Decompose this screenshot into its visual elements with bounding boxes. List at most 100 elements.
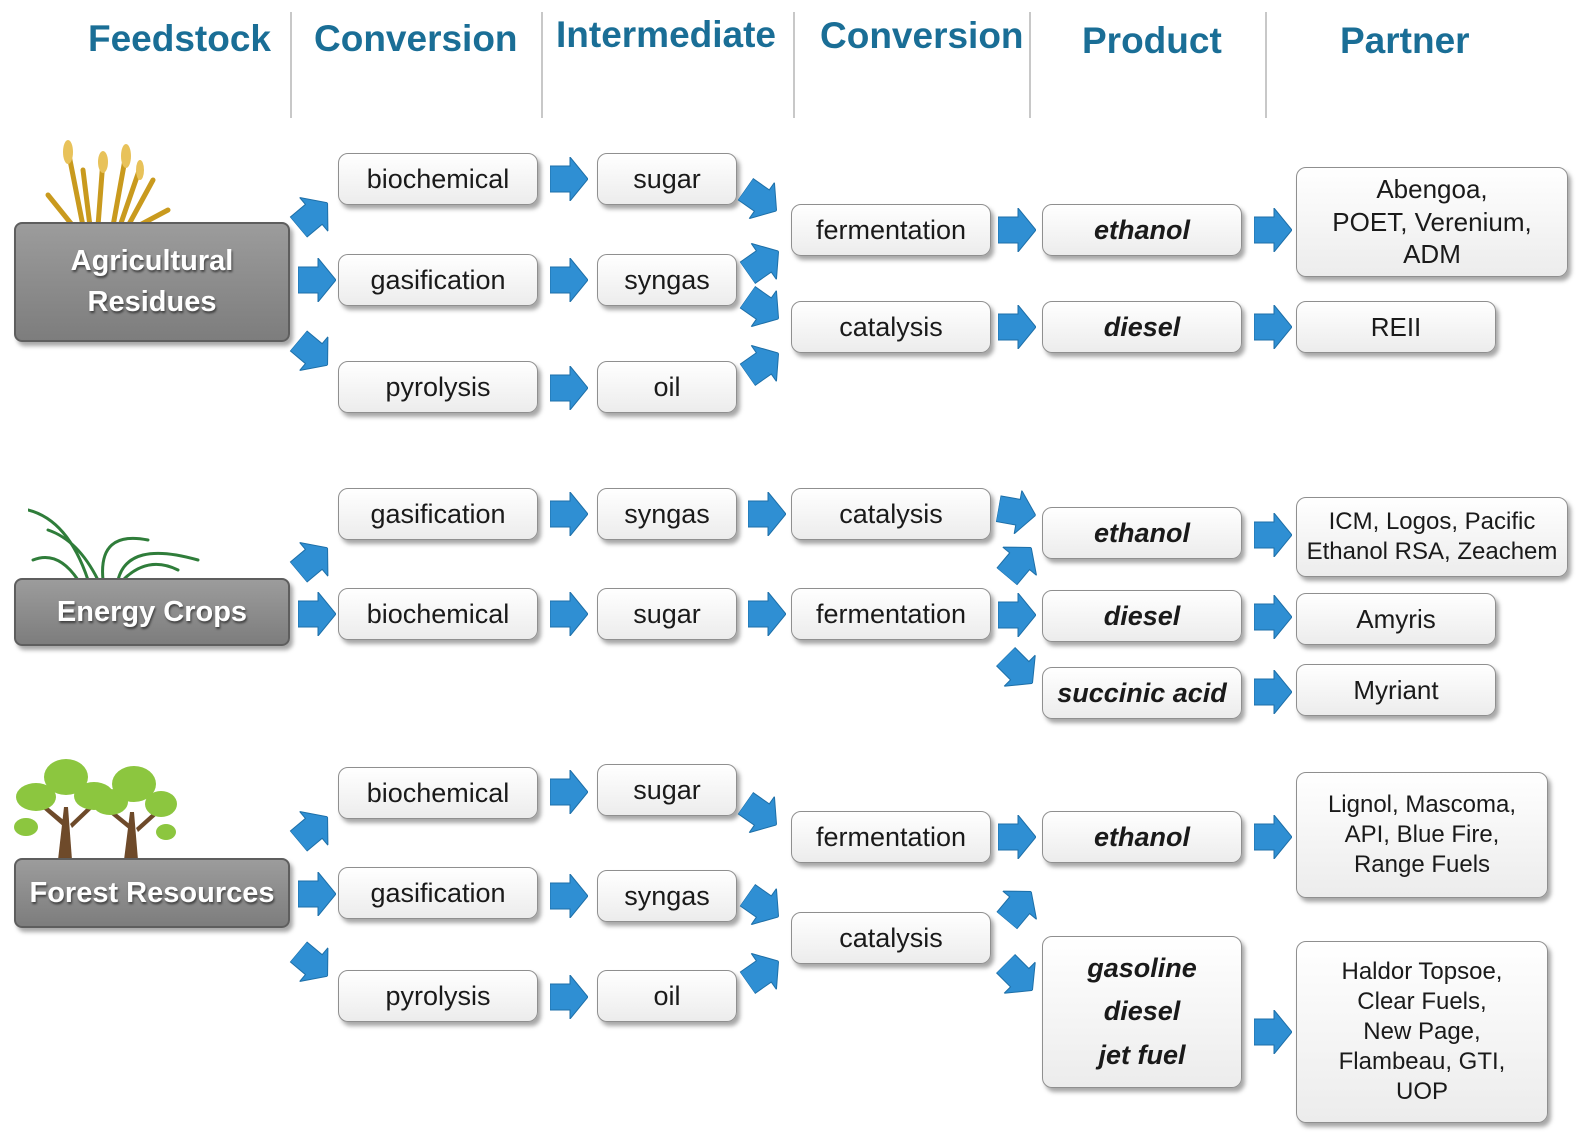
product-line: diesel	[1103, 996, 1181, 1027]
arrow-icon	[289, 196, 329, 238]
conversion-box: biochemical	[338, 767, 538, 819]
partner-line: Range Fuels	[1353, 851, 1491, 878]
header-feedstock: Feedstock	[88, 18, 272, 59]
arrow-icon	[995, 646, 1036, 687]
partner-box: Abengoa, POET, Verenium, ADM	[1296, 167, 1568, 277]
conversion-box: pyrolysis	[338, 970, 538, 1022]
arrow-icon	[996, 890, 1038, 930]
arrow-icon	[1254, 513, 1292, 557]
conversion-box: fermentation	[791, 204, 991, 256]
arrow-icon	[748, 592, 786, 636]
partner-line: Abengoa,	[1376, 174, 1488, 205]
partner-box: REII	[1296, 301, 1496, 353]
arrow-icon	[739, 344, 780, 387]
arrow-icon	[1254, 670, 1292, 714]
conversion-box: gasification	[338, 488, 538, 540]
conversion-box: gasification	[338, 254, 538, 306]
header-conversion-1: Conversion	[314, 18, 518, 59]
partner-line: UOP	[1395, 1078, 1448, 1105]
product-box: ethanol	[1042, 811, 1242, 863]
arrow-icon	[739, 883, 780, 926]
feedstock-agricultural-residues: Agricultural Residues	[14, 222, 290, 342]
wheat-icon	[45, 140, 171, 226]
product-box: diesel	[1042, 301, 1242, 353]
arrow-icon	[550, 258, 588, 302]
arrow-icon	[289, 941, 329, 983]
feedstock-forest-resources: Forest Resources	[14, 858, 290, 928]
column-divider	[1265, 12, 1267, 118]
arrow-icon	[550, 874, 588, 918]
conversion-box: gasification	[338, 867, 538, 919]
arrow-icon	[550, 157, 588, 201]
partner-line: Clear Fuels,	[1357, 988, 1487, 1015]
intermediate-box: syngas	[597, 488, 737, 540]
partner-box: Amyris	[1296, 593, 1496, 645]
product-box: succinic acid	[1042, 667, 1242, 719]
arrow-icon	[739, 285, 780, 328]
partner-box: Myriant	[1296, 664, 1496, 716]
arrow-icon	[1254, 208, 1292, 252]
arrow-icon	[550, 366, 588, 410]
conversion-box: catalysis	[791, 488, 991, 540]
partner-line: ADM	[1403, 239, 1461, 270]
arrow-icon	[737, 177, 778, 220]
conversion-box: catalysis	[791, 912, 991, 964]
header-product: Product	[1082, 20, 1222, 61]
partner-box: Haldor Topsoe, Clear Fuels, New Page, Fl…	[1296, 941, 1548, 1123]
intermediate-box: oil	[597, 361, 737, 413]
arrow-icon	[1254, 595, 1292, 639]
partner-line: New Page,	[1363, 1018, 1481, 1045]
intermediate-box: syngas	[597, 254, 737, 306]
product-box: gasoline diesel jet fuel	[1042, 936, 1242, 1088]
partner-line: Haldor Topsoe,	[1341, 958, 1503, 985]
arrow-icon	[289, 541, 329, 583]
arrow-icon	[550, 592, 588, 636]
arrow-icon	[298, 258, 336, 302]
arrow-icon	[298, 872, 336, 916]
product-box: ethanol	[1042, 507, 1242, 559]
arrow-icon	[996, 546, 1038, 586]
arrow-icon	[550, 492, 588, 536]
product-line: jet fuel	[1098, 1039, 1186, 1070]
intermediate-box: sugar	[597, 153, 737, 205]
partner-box: Lignol, Mascoma, API, Blue Fire, Range F…	[1296, 772, 1548, 898]
partner-line: POET, Verenium,	[1332, 206, 1532, 237]
column-divider	[1029, 12, 1031, 118]
header-partner: Partner	[1340, 20, 1470, 61]
arrow-icon	[289, 330, 329, 372]
arrow-icon	[289, 810, 329, 852]
product-box: ethanol	[1042, 204, 1242, 256]
arrow-icon	[298, 592, 336, 636]
arrow-icon	[995, 953, 1036, 994]
grass-icon	[28, 508, 200, 580]
intermediate-box: sugar	[597, 588, 737, 640]
arrow-icon	[1254, 305, 1292, 349]
column-divider	[541, 12, 543, 118]
arrow-icon	[1254, 815, 1292, 859]
feedstock-energy-crops: Energy Crops	[14, 578, 290, 646]
column-divider	[793, 12, 795, 118]
arrow-icon	[748, 492, 786, 536]
intermediate-box: syngas	[597, 870, 737, 922]
conversion-box: biochemical	[338, 588, 538, 640]
header-intermediate: Intermediate	[556, 14, 777, 55]
intermediate-box: sugar	[597, 764, 737, 816]
conversion-box: pyrolysis	[338, 361, 538, 413]
product-box: diesel	[1042, 590, 1242, 642]
partner-line: Lignol, Mascoma,	[1327, 791, 1517, 818]
arrow-icon	[998, 815, 1036, 859]
partner-line: Ethanol RSA, Zeachem	[1306, 538, 1558, 565]
partner-line: Flambeau, GTI,	[1338, 1048, 1506, 1075]
arrow-icon	[739, 242, 780, 285]
arrow-icon	[998, 208, 1036, 252]
tree-icon	[14, 759, 177, 860]
partner-line: API, Blue Fire,	[1344, 821, 1500, 848]
feedstock-label-line: Residues	[87, 286, 217, 318]
arrow-icon	[739, 952, 780, 995]
column-divider	[290, 12, 292, 118]
arrow-icon	[550, 770, 588, 814]
product-line: gasoline	[1087, 953, 1197, 984]
arrow-icon	[550, 975, 588, 1019]
partner-line: ICM, Logos, Pacific	[1328, 508, 1536, 535]
feedstock-label-line: Agricultural	[70, 245, 234, 278]
